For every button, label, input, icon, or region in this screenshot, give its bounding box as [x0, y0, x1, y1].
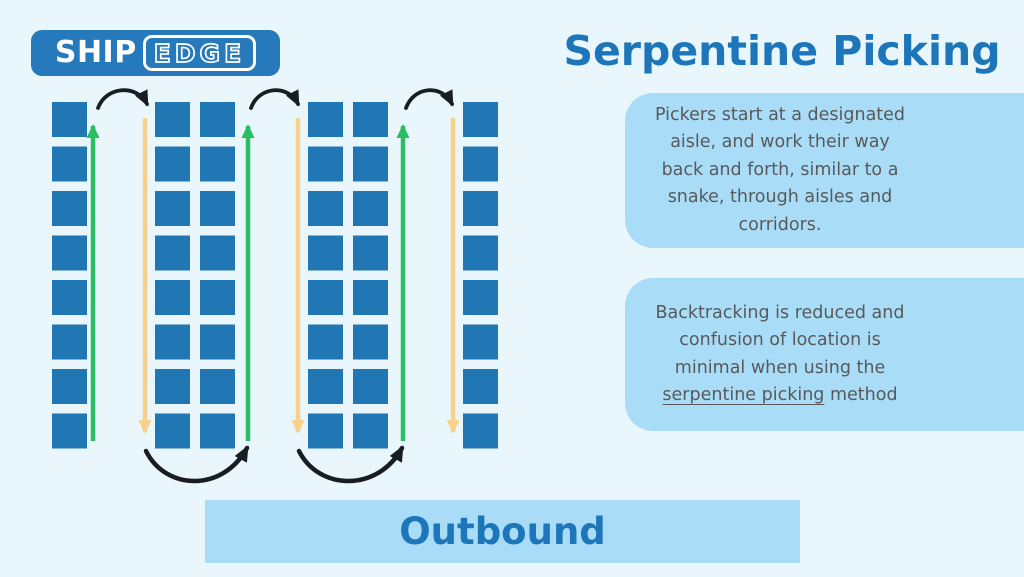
- rack-square: [52, 413, 87, 449]
- card-2-text-after: method: [824, 385, 898, 405]
- rack-square: [353, 191, 388, 226]
- info-card-1: Pickers start at a designated aisle, and…: [625, 93, 1024, 248]
- outbound-label: Outbound: [399, 510, 606, 553]
- rack-square: [463, 146, 498, 182]
- rack-square: [155, 235, 190, 271]
- rack-square: [200, 324, 235, 360]
- info-card-2: Backtracking is reduced and confusion of…: [625, 278, 1024, 431]
- rack-square: [353, 102, 388, 137]
- info-card-1-text: Pickers start at a designated aisle, and…: [654, 104, 906, 235]
- logo-edge-text: EDGE: [153, 38, 246, 68]
- logo-edge-box: EDGE: [142, 35, 257, 71]
- cross-over-arc-bottom: [143, 445, 250, 484]
- outbound-bar: Outbound: [205, 500, 800, 563]
- info-card-2-text: Backtracking is reduced and confusion of…: [625, 300, 935, 410]
- rack-square: [308, 369, 343, 404]
- rack-square: [200, 235, 235, 271]
- card-2-text-before: Backtracking is reduced and confusion of…: [655, 302, 905, 378]
- rack-square: [353, 146, 388, 182]
- rack-square: [155, 413, 190, 449]
- rack-square: [308, 102, 343, 137]
- rack-square: [200, 191, 235, 226]
- rack-square: [155, 102, 190, 137]
- rack-square: [463, 102, 498, 137]
- rack-square: [52, 280, 87, 315]
- rack-square: [200, 146, 235, 182]
- rack-square: [463, 280, 498, 315]
- shipedge-logo: SHIP EDGE: [31, 30, 280, 76]
- rack-square: [308, 413, 343, 449]
- rack-square: [353, 413, 388, 449]
- cross-over-arc-top: [249, 88, 300, 110]
- rack-square: [353, 369, 388, 404]
- rack-square: [308, 191, 343, 226]
- rack-square: [463, 235, 498, 271]
- rack-square: [308, 280, 343, 315]
- rack-square: [52, 191, 87, 226]
- rack-square: [200, 369, 235, 404]
- rack-square: [200, 280, 235, 315]
- rack-square: [308, 146, 343, 182]
- rack-square: [463, 369, 498, 404]
- logo-ship-text: SHIP: [54, 35, 137, 70]
- rack-square: [52, 324, 87, 360]
- rack-square: [155, 324, 190, 360]
- rack-square: [155, 280, 190, 315]
- page-title: Serpentine Picking: [563, 27, 1001, 75]
- cross-over-arc-bottom: [296, 445, 405, 484]
- card-2-underlined-term: serpentine picking: [662, 385, 825, 405]
- rack-square: [308, 235, 343, 271]
- rack-square: [200, 102, 235, 137]
- rack-square: [52, 146, 87, 182]
- cross-over-arc-top: [404, 88, 454, 110]
- rack-square: [463, 413, 498, 449]
- rack-square: [52, 369, 87, 404]
- rack-square: [155, 146, 190, 182]
- rack-square: [463, 324, 498, 360]
- rack-square: [200, 413, 235, 449]
- rack-square: [353, 280, 388, 315]
- rack-square: [463, 191, 498, 226]
- rack-square: [353, 324, 388, 360]
- rack-square: [308, 324, 343, 360]
- rack-square: [155, 369, 190, 404]
- rack-square: [155, 191, 190, 226]
- rack-square: [52, 102, 87, 137]
- rack-square: [353, 235, 388, 271]
- cross-over-arc-top: [96, 88, 149, 110]
- rack-square: [52, 235, 87, 271]
